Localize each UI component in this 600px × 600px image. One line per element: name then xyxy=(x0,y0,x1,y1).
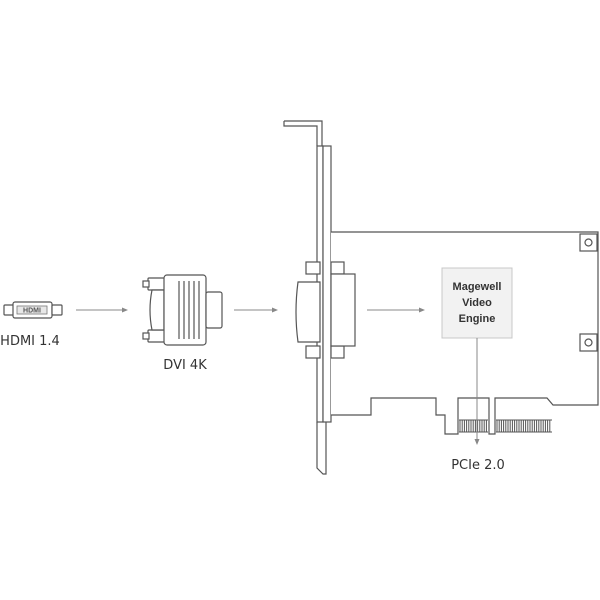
arrow-dvi-to-card xyxy=(234,307,278,313)
pcie-edge-fingers xyxy=(459,419,552,433)
engine-label-line3: Engine xyxy=(459,313,496,325)
arrow-engine-to-pcie xyxy=(474,338,480,445)
pcie-label: PCIe 2.0 xyxy=(451,458,505,473)
arrow-to-engine xyxy=(367,307,425,313)
video-engine-chip: Magewell Video Engine xyxy=(441,267,513,339)
engine-label-line2: Video xyxy=(462,297,492,309)
arrow-hdmi-to-dvi xyxy=(76,307,128,313)
hdmi-logo-text: HDMI xyxy=(23,308,41,315)
pcie-card-icon xyxy=(283,120,599,475)
engine-label-line1: Magewell xyxy=(453,281,502,293)
dvi-label: DVI 4K xyxy=(163,358,207,373)
dvi-adapter-icon xyxy=(142,274,223,346)
hdmi-connector-icon xyxy=(3,301,63,319)
hdmi-label: HDMI 1.4 xyxy=(0,334,60,349)
